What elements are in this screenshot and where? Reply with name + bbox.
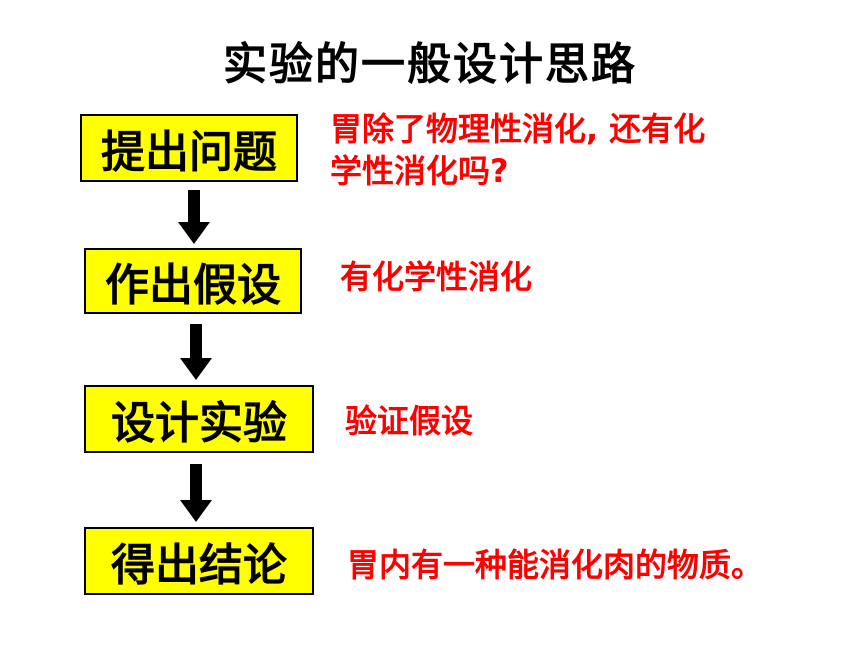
step-box-hypothesis: 作出假设 <box>84 248 302 314</box>
step-note-question: 胃除了物理性消化, 还有化 学性消化吗? <box>330 108 705 192</box>
step-box-experiment: 设计实验 <box>84 385 314 453</box>
note-line: 有化学性消化 <box>340 258 533 296</box>
step-box-question: 提出问题 <box>80 114 298 182</box>
note-line: 胃除了物理性消化, 还有化 <box>330 110 706 148</box>
slide-title: 实验的一般设计思路 <box>223 39 637 90</box>
down-arrow-icon <box>180 464 212 522</box>
note-line: 验证假设 <box>345 402 474 440</box>
step-note-hypothesis: 有化学性消化 <box>340 256 532 298</box>
down-arrow-icon <box>180 324 212 380</box>
step-note-conclusion: 胃内有一种能消化肉的物质。 <box>347 544 763 586</box>
down-arrow-icon <box>178 190 210 244</box>
note-line: 学性消化吗? <box>330 152 509 190</box>
step-note-experiment: 验证假设 <box>345 400 473 442</box>
step-box-conclusion: 得出结论 <box>84 527 314 595</box>
note-line: 胃内有一种能消化肉的物质。 <box>347 546 764 584</box>
